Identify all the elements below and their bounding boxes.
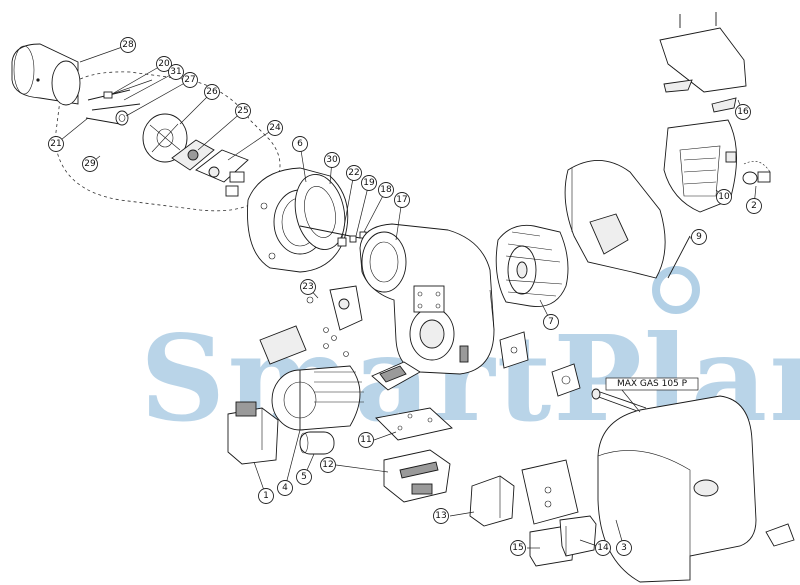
electrodes xyxy=(85,89,141,126)
callout-17: 17 xyxy=(394,192,410,208)
callout-18: 18 xyxy=(378,182,394,198)
callout-28: 28 xyxy=(120,37,136,53)
callout-1: 1 xyxy=(258,488,274,504)
callout-29: 29 xyxy=(82,156,98,172)
adjustment-rod xyxy=(667,235,691,279)
callout-31: 31 xyxy=(168,64,184,80)
small-fittings xyxy=(337,231,367,247)
callout-24: 24 xyxy=(267,120,283,136)
svg-text:3: 3 xyxy=(621,543,627,553)
svg-text:22: 22 xyxy=(348,168,359,178)
plug-connector xyxy=(742,161,771,185)
capacitor xyxy=(299,431,335,455)
max-gas-text: MAX GAS 105 P xyxy=(617,379,688,389)
fan-scroll xyxy=(564,160,666,279)
callout-6: 6 xyxy=(292,136,308,152)
motor xyxy=(271,365,364,431)
callout-10: 10 xyxy=(716,189,732,205)
svg-text:23: 23 xyxy=(302,282,313,292)
svg-text:16: 16 xyxy=(737,107,749,117)
gas-manifold xyxy=(195,149,249,197)
max-gas-label: MAX GAS 105 P xyxy=(605,377,699,413)
svg-text:24: 24 xyxy=(269,123,281,133)
svg-text:6: 6 xyxy=(297,139,303,149)
callout-14: 14 xyxy=(595,540,611,556)
mount-panel xyxy=(521,459,579,525)
svg-text:4: 4 xyxy=(282,483,288,493)
callout-12: 12 xyxy=(320,457,336,473)
svg-text:30: 30 xyxy=(326,155,338,165)
svg-text:19: 19 xyxy=(363,178,375,188)
screws xyxy=(323,327,349,357)
callout-5: 5 xyxy=(296,469,312,485)
callout-3: 3 xyxy=(616,540,632,556)
callout-22: 22 xyxy=(346,165,362,181)
callout-7: 7 xyxy=(543,314,559,330)
callout-23: 23 xyxy=(300,279,316,295)
callout-26: 26 xyxy=(204,84,220,100)
svg-text:21: 21 xyxy=(50,139,61,149)
relay-box xyxy=(469,475,515,527)
svg-text:17: 17 xyxy=(396,195,407,205)
svg-text:31: 31 xyxy=(170,67,181,77)
callout-2: 2 xyxy=(746,198,762,214)
control-box xyxy=(227,401,279,465)
svg-text:14: 14 xyxy=(597,543,609,553)
blast-tube xyxy=(11,43,81,106)
svg-text:15: 15 xyxy=(512,543,523,553)
svg-text:29: 29 xyxy=(84,159,96,169)
svg-text:28: 28 xyxy=(122,40,134,50)
svg-text:12: 12 xyxy=(322,460,333,470)
valve-coupling xyxy=(306,285,363,331)
fan-wheel xyxy=(495,224,569,308)
mount-bracket xyxy=(371,361,421,391)
burner-hood xyxy=(597,395,795,583)
callout-11: 11 xyxy=(358,432,374,448)
callout-15: 15 xyxy=(510,540,526,556)
svg-text:5: 5 xyxy=(301,472,307,482)
callout-21: 21 xyxy=(48,136,64,152)
assembly-boundary xyxy=(54,71,281,212)
svg-text:27: 27 xyxy=(184,75,195,85)
small-modules xyxy=(529,515,597,567)
svg-text:9: 9 xyxy=(696,232,702,242)
callout-25: 25 xyxy=(235,103,251,119)
svg-text:2: 2 xyxy=(751,201,757,211)
control-unit xyxy=(383,449,451,503)
top-cover xyxy=(659,12,747,113)
callout-27: 27 xyxy=(182,72,198,88)
pressure-switch xyxy=(499,331,581,397)
air-intake xyxy=(663,119,737,213)
svg-text:25: 25 xyxy=(237,106,248,116)
callout-30: 30 xyxy=(324,152,340,168)
svg-text:18: 18 xyxy=(380,185,392,195)
burner-housing xyxy=(359,223,495,375)
callout-20: 20 xyxy=(156,56,172,72)
svg-text:26: 26 xyxy=(206,87,218,97)
gasket xyxy=(294,174,346,250)
svg-text:1: 1 xyxy=(263,491,269,501)
callout-16: 16 xyxy=(735,104,751,120)
gas-head xyxy=(171,139,215,171)
callout-4: 4 xyxy=(277,480,293,496)
callout-19: 19 xyxy=(361,175,377,191)
gas-valve-rod xyxy=(591,388,647,413)
gasket-plate xyxy=(259,325,307,365)
svg-text:7: 7 xyxy=(548,317,554,327)
flame-disc xyxy=(142,113,188,163)
svg-text:10: 10 xyxy=(718,192,730,202)
svg-text:20: 20 xyxy=(158,59,170,69)
callout-9: 9 xyxy=(691,229,707,245)
svg-text:11: 11 xyxy=(360,435,371,445)
svg-text:13: 13 xyxy=(435,511,446,521)
callout-13: 13 xyxy=(433,508,449,524)
